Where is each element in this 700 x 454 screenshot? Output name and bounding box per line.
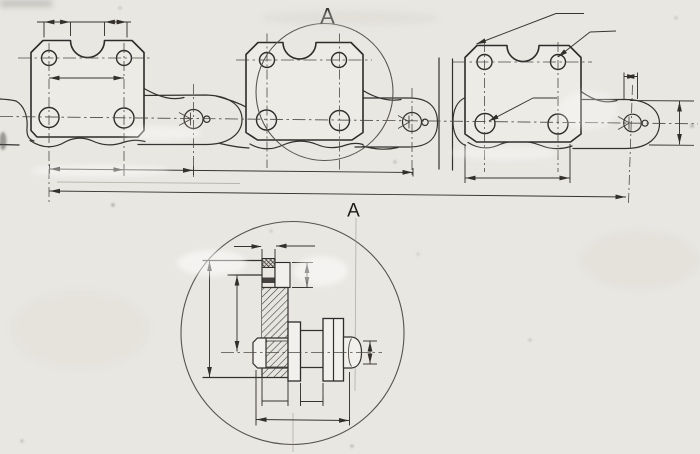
pin-center-arrow xyxy=(617,116,631,130)
chain-axis-centerline xyxy=(0,116,699,125)
assembly-width-dimension xyxy=(255,419,350,421)
plate-bend-shadow xyxy=(262,277,275,283)
bushing-section xyxy=(274,261,291,289)
detail-view-a: A xyxy=(180,201,405,452)
bolt-head xyxy=(252,337,267,369)
chain-pin-2 xyxy=(397,111,429,133)
plate-bend-section xyxy=(261,258,276,268)
plate-hatch-mid xyxy=(265,340,289,368)
pin-center-arrow xyxy=(178,112,192,126)
plate-hatch-upper xyxy=(262,287,288,338)
pin-center-arrow xyxy=(397,115,411,129)
paper-smudges xyxy=(0,0,700,370)
dimensions-detail-view xyxy=(202,243,377,426)
pin-end-circle xyxy=(203,115,211,124)
detail-boundary-circle-bottom xyxy=(180,220,405,446)
pin-hole xyxy=(38,106,60,129)
attachment-plate-1 xyxy=(30,39,145,138)
link-contour-under-block-2 xyxy=(249,140,364,150)
pin-hole xyxy=(474,112,496,135)
left-link-end xyxy=(0,98,35,142)
overall-dimension-line xyxy=(49,190,627,198)
leader-callouts-block-3 xyxy=(476,13,617,122)
attachment-plate-section xyxy=(202,257,291,379)
paper-specks xyxy=(0,6,694,448)
attachment-link-1 xyxy=(30,39,145,138)
link-contour-under-block-1 xyxy=(29,137,146,148)
attachment-link-3 xyxy=(464,44,582,143)
top-view-chain-assembly: A xyxy=(0,4,699,204)
attachment-plate-3 xyxy=(464,44,582,143)
leader-line xyxy=(557,31,591,58)
leader-line xyxy=(488,97,534,122)
dimensions-top-view xyxy=(37,19,695,200)
pin-end-circle xyxy=(421,118,429,127)
chain-pin-3 xyxy=(617,113,649,133)
attachment-link-2 xyxy=(245,41,364,141)
inner-link-oval-2 xyxy=(354,97,439,148)
collar xyxy=(287,321,302,382)
plate-hatch-lower xyxy=(262,368,288,378)
centerlines xyxy=(0,33,699,204)
detail-label-bottom: A xyxy=(347,201,360,222)
leader-line xyxy=(476,13,557,45)
pin-hole xyxy=(255,109,278,131)
pin-assembly-section xyxy=(221,317,382,382)
